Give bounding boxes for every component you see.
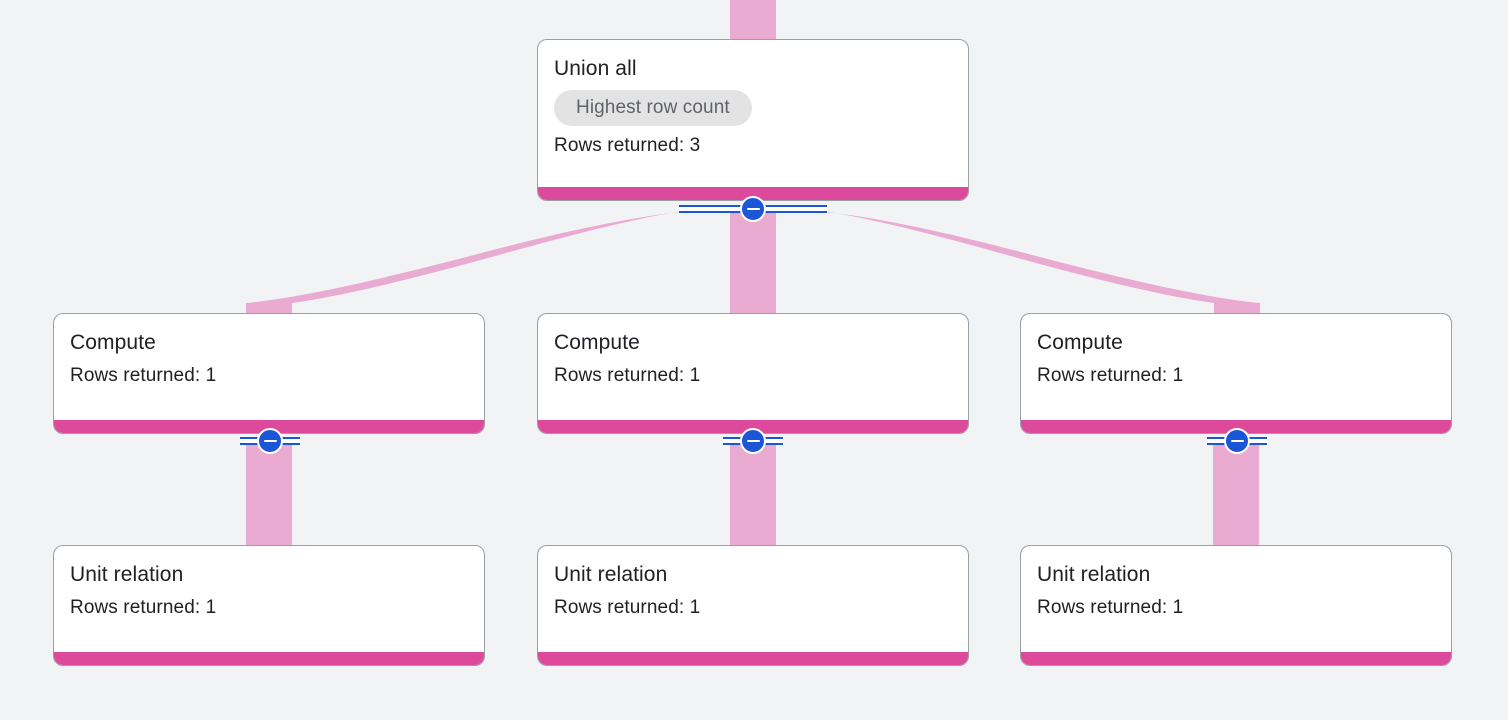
node-body: Unit relation Rows returned: 1 — [54, 546, 484, 652]
node-metric-rows-returned: Rows returned: 1 — [70, 365, 217, 386]
node-bottom-bar — [538, 652, 968, 665]
node-body: Unit relation Rows returned: 1 — [538, 546, 968, 652]
node-unit-relation-right[interactable]: Unit relation Rows returned: 1 — [1020, 545, 1452, 666]
edge-compute-middle-to-unit — [730, 441, 776, 545]
minus-circle-icon[interactable] — [1224, 428, 1250, 454]
node-compute-middle[interactable]: Compute Rows returned: 1 — [537, 313, 969, 434]
node-bottom-bar — [538, 187, 968, 200]
collapse-toggle-union-all[interactable] — [679, 195, 827, 223]
edge-incoming-union-all — [730, 0, 776, 39]
node-compute-right[interactable]: Compute Rows returned: 1 — [1020, 313, 1452, 434]
node-title: Union all — [554, 57, 637, 80]
node-bottom-bar — [1021, 652, 1451, 665]
node-bottom-bar — [538, 420, 968, 433]
status-badge-highest-row-count: Highest row count — [554, 90, 752, 126]
edge-compute-left-to-unit — [246, 441, 292, 545]
node-unit-relation-left[interactable]: Unit relation Rows returned: 1 — [53, 545, 485, 666]
node-title: Compute — [554, 331, 640, 354]
node-metric-rows-returned: Rows returned: 1 — [554, 365, 701, 386]
node-compute-left[interactable]: Compute Rows returned: 1 — [53, 313, 485, 434]
collapse-toggle-compute-middle[interactable] — [723, 427, 783, 455]
node-title: Unit relation — [70, 563, 184, 586]
node-metric-rows-returned: Rows returned: 1 — [70, 597, 217, 618]
node-metric-rows-returned: Rows returned: 1 — [1037, 365, 1184, 386]
node-bottom-bar — [54, 652, 484, 665]
node-title: Unit relation — [1037, 563, 1151, 586]
node-title: Compute — [1037, 331, 1123, 354]
collapse-toggle-compute-right[interactable] — [1207, 427, 1267, 455]
node-body: Unit relation Rows returned: 1 — [1021, 546, 1451, 652]
minus-circle-icon[interactable] — [740, 428, 766, 454]
node-body: Compute Rows returned: 1 — [1021, 314, 1451, 420]
node-body: Union all Highest row count Rows returne… — [538, 40, 968, 187]
edge-union-to-compute-right — [778, 207, 1260, 329]
node-metric-rows-returned: Rows returned: 1 — [1037, 597, 1184, 618]
edge-compute-right-to-unit — [1213, 441, 1259, 545]
minus-circle-icon[interactable] — [740, 196, 766, 222]
node-metric-rows-returned: Rows returned: 3 — [554, 135, 701, 156]
node-badge-row: Highest row count — [554, 90, 952, 126]
node-body: Compute Rows returned: 1 — [54, 314, 484, 420]
node-metric-rows-returned: Rows returned: 1 — [554, 597, 701, 618]
minus-circle-icon[interactable] — [257, 428, 283, 454]
node-title: Compute — [70, 331, 156, 354]
node-title: Unit relation — [554, 563, 668, 586]
node-unit-relation-middle[interactable]: Unit relation Rows returned: 1 — [537, 545, 969, 666]
node-union-all[interactable]: Union all Highest row count Rows returne… — [537, 39, 969, 201]
edge-union-to-compute-middle — [730, 209, 776, 327]
node-body: Compute Rows returned: 1 — [538, 314, 968, 420]
node-bottom-bar — [54, 420, 484, 433]
collapse-toggle-compute-left[interactable] — [240, 427, 300, 455]
edge-union-to-compute-left — [246, 207, 728, 329]
node-bottom-bar — [1021, 420, 1451, 433]
